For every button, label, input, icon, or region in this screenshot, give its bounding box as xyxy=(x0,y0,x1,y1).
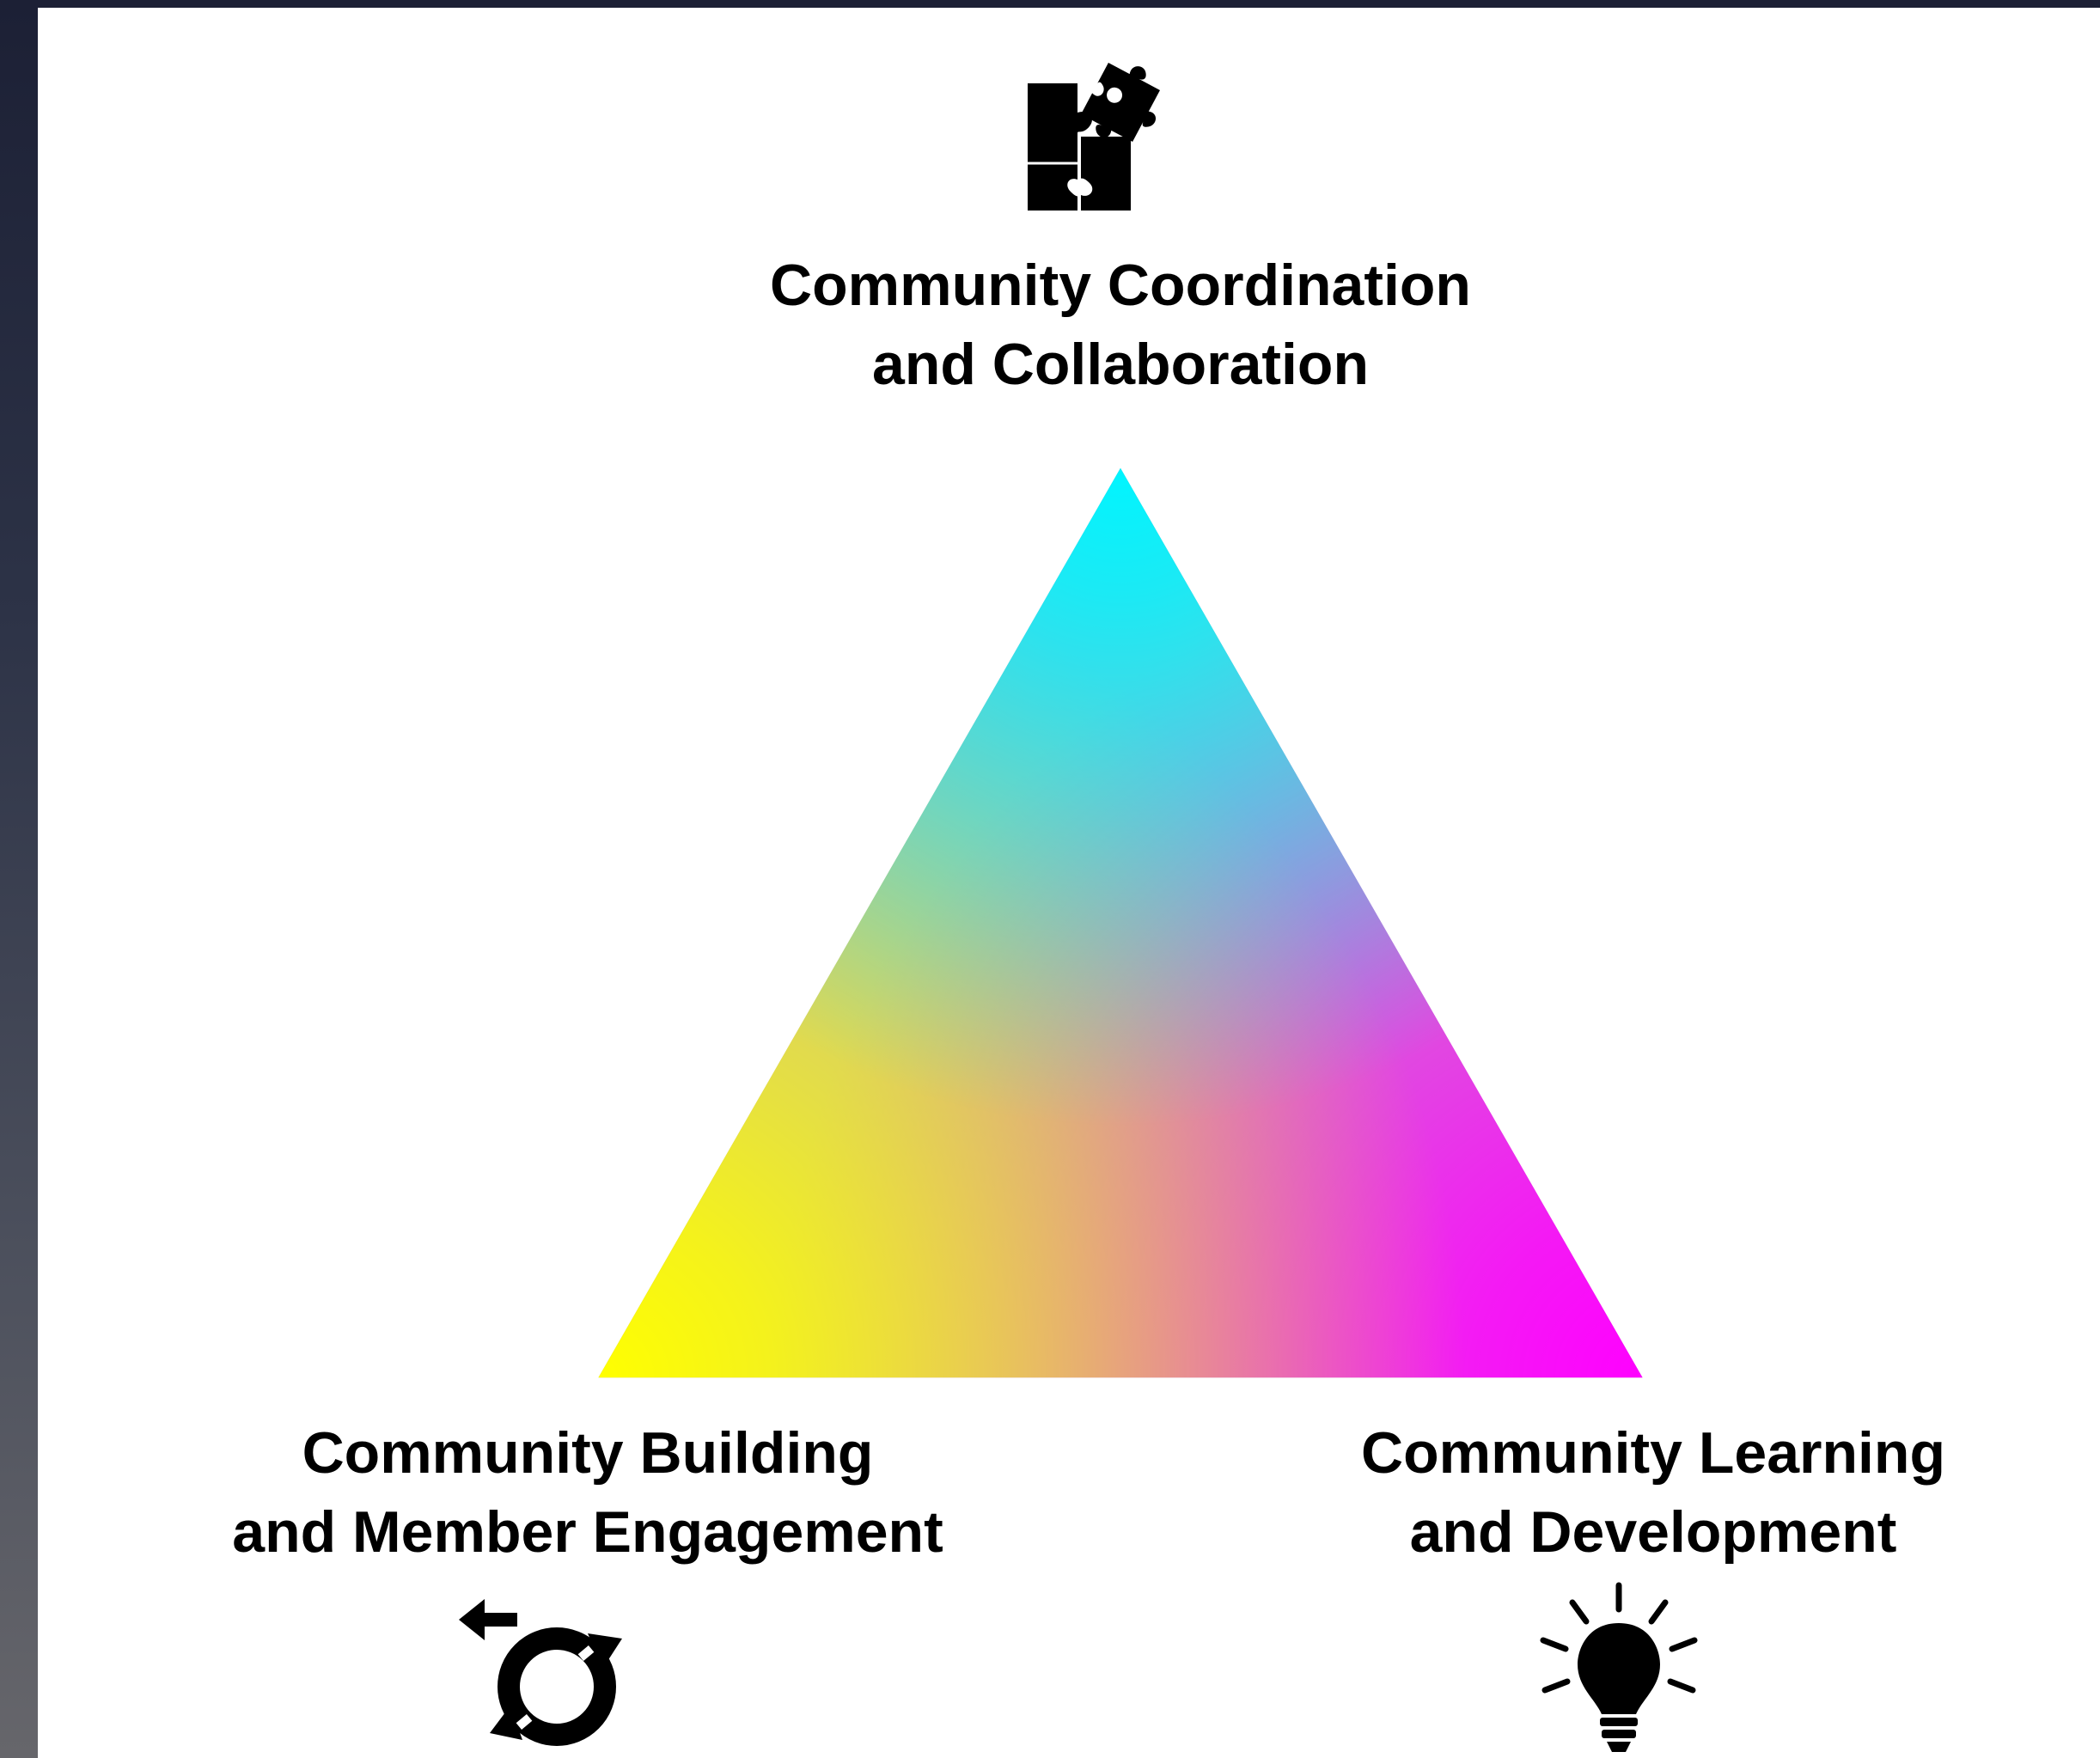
bottom-left-label-line2: and Member Engagement xyxy=(232,1499,943,1565)
top-label: Community Coordination and Collaboration xyxy=(691,246,1550,404)
bottom-left-label-line1: Community Building xyxy=(302,1420,874,1486)
window-top-edge xyxy=(0,0,2100,8)
bottom-right-label-line1: Community Learning xyxy=(1360,1420,1946,1486)
lightbulb-icon xyxy=(1533,1580,1705,1758)
bottom-right-label: Community Learning and Development xyxy=(1224,1413,2083,1572)
window-left-edge xyxy=(0,0,38,1758)
diagram-canvas: Community Coordination and Collaboration… xyxy=(38,8,2100,1758)
top-label-line2: and Collaboration xyxy=(872,332,1369,397)
top-label-line1: Community Coordination xyxy=(770,253,1471,318)
triangle-gradient-fill xyxy=(598,467,1643,1378)
bottom-right-label-line2: and Development xyxy=(1409,1499,1897,1565)
bottom-left-label: Community Building and Member Engagement xyxy=(158,1413,1017,1572)
cycle-arrows-icon xyxy=(450,1589,639,1752)
color-triangle xyxy=(588,459,1653,1387)
puzzle-icon xyxy=(992,51,1198,223)
